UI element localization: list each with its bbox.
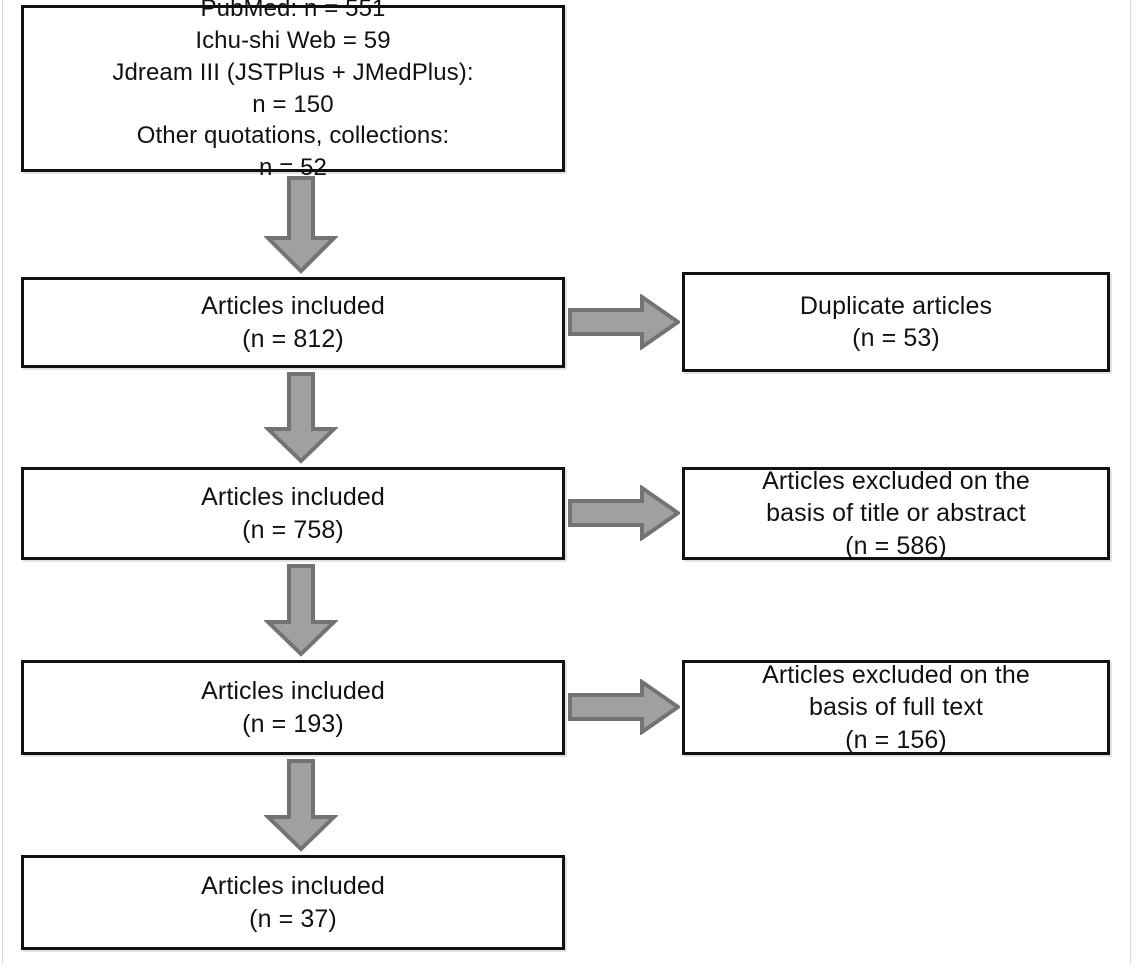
arrow-down-sources-to-included-812	[264, 176, 338, 274]
included-758-count: (n = 758)	[242, 515, 344, 544]
articles-excluded-title-abstract-box: Articles excluded on the basis of title …	[682, 467, 1110, 560]
source-line-pubmed: PubMed: n = 551	[200, 0, 386, 23]
articles-included-37-box: Articles included (n = 37)	[21, 855, 565, 950]
duplicate-articles-box: Duplicate articles (n = 53)	[682, 272, 1110, 372]
page-edge-right	[1130, 0, 1131, 964]
page-edge-left	[2, 0, 3, 964]
excluded-title-count: (n = 586)	[845, 531, 947, 560]
included-193-label: Articles included	[201, 677, 385, 705]
excluded-full-line-2: basis of full text	[808, 693, 984, 722]
excluded-title-line-2: basis of title or abstract	[766, 499, 1026, 528]
articles-included-193-box: Articles included (n = 193)	[21, 660, 565, 755]
included-37-label: Articles included	[201, 872, 385, 900]
included-758-label: Articles included	[201, 483, 385, 511]
articles-excluded-full-text-box: Articles excluded on the basis of full t…	[682, 660, 1110, 755]
database-search-results-box: PubMed: n = 551 Ichu-shi Web = 59 Jdream…	[21, 0, 565, 181]
articles-included-758-box: Articles included (n = 758)	[21, 467, 565, 560]
arrow-right-to-duplicates	[568, 294, 680, 350]
excluded-title-line-1: Articles excluded on the	[762, 466, 1030, 495]
arrow-down-758-to-193	[264, 564, 338, 657]
source-line-other: Other quotations, collections:	[136, 122, 450, 150]
included-37-count: (n = 37)	[249, 904, 337, 933]
excluded-full-count: (n = 156)	[845, 725, 947, 754]
included-193-count: (n = 193)	[242, 709, 344, 738]
included-812-label: Articles included	[201, 292, 385, 320]
included-812-count: (n = 812)	[242, 324, 344, 353]
source-line-ichushi: Ichu-shi Web = 59	[195, 27, 391, 55]
articles-included-812-box: Articles included (n = 812)	[21, 277, 565, 368]
arrow-right-to-excluded-title	[568, 485, 680, 541]
arrow-right-to-excluded-full-text	[568, 679, 680, 735]
arrow-down-193-to-37	[264, 759, 338, 852]
duplicates-count: (n = 53)	[852, 324, 940, 352]
arrow-down-812-to-758	[264, 372, 338, 464]
source-line-jdream-count: n = 150	[252, 90, 334, 118]
duplicates-label: Duplicate articles	[799, 291, 993, 320]
source-line-jdream: Jdream III (JSTPlus + JMedPlus):	[112, 58, 474, 86]
excluded-full-line-1: Articles excluded on the	[762, 660, 1030, 689]
